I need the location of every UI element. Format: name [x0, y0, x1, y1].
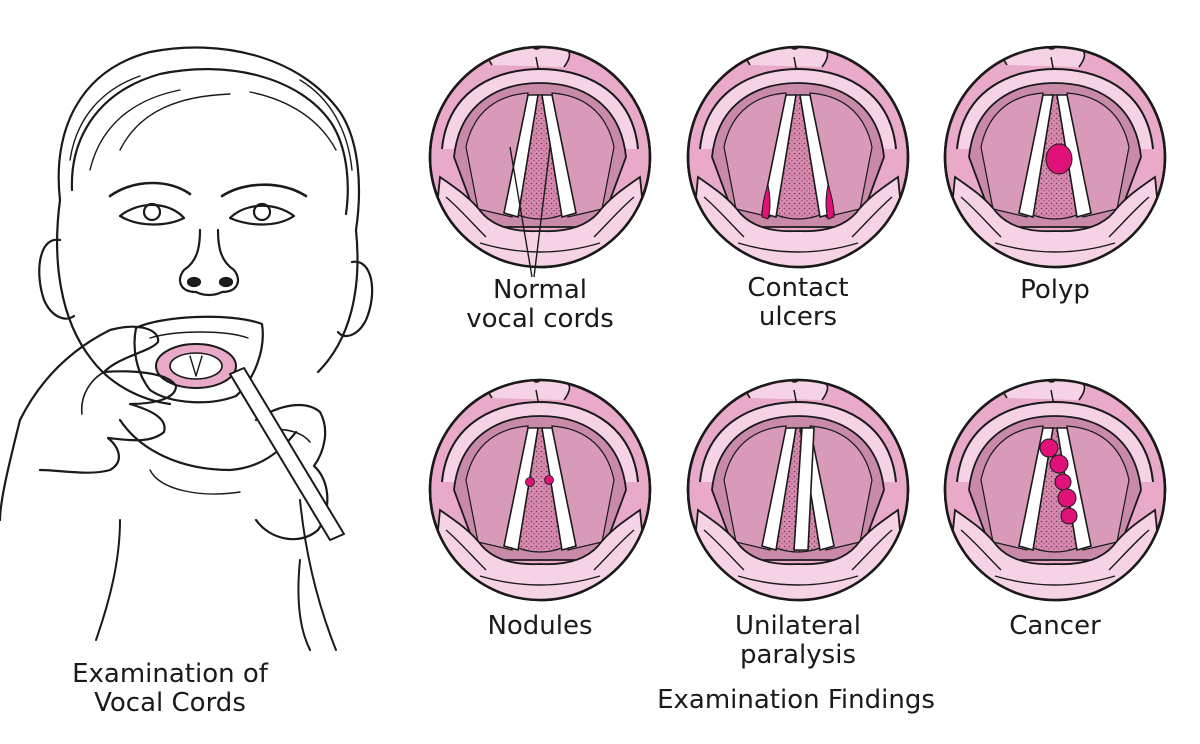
- finding-label-contact-ulcers: Contact ulcers: [747, 273, 849, 332]
- patient-illustration: [0, 46, 374, 651]
- nodule-lesion-right: [544, 475, 554, 485]
- finding-cancer-illustration: [945, 369, 1165, 602]
- cancer-lesion: [1039, 438, 1078, 525]
- finding-label-cancer: Cancer: [1009, 611, 1101, 641]
- nodule-lesion-left: [525, 477, 535, 487]
- finding-label-polyp: Polyp: [1020, 275, 1090, 305]
- findings-grid: [430, 36, 1165, 602]
- finding-label-unilateral-paralysis: Unilateral paralysis: [735, 611, 861, 670]
- finding-label-normal: Normal vocal cords: [466, 275, 614, 334]
- ulcer-lesion-right: [825, 183, 835, 220]
- left-caption-line1: Examination of: [72, 659, 268, 689]
- ulcer-lesion-left: [761, 183, 771, 220]
- findings-title: Examination Findings: [657, 685, 935, 715]
- finding-nodules-illustration: [430, 369, 650, 602]
- polyp-lesion: [1045, 143, 1073, 175]
- finding-contact-ulcers-illustration: [688, 36, 908, 269]
- left-caption-line2: Vocal Cords: [94, 688, 246, 718]
- finding-label-nodules: Nodules: [487, 611, 593, 641]
- finding-polyp-illustration: [945, 36, 1165, 269]
- finding-paralysis-illustration: [688, 369, 908, 602]
- left-caption: Examination of Vocal Cords: [60, 660, 280, 718]
- finding-normal-illustration: [430, 36, 650, 278]
